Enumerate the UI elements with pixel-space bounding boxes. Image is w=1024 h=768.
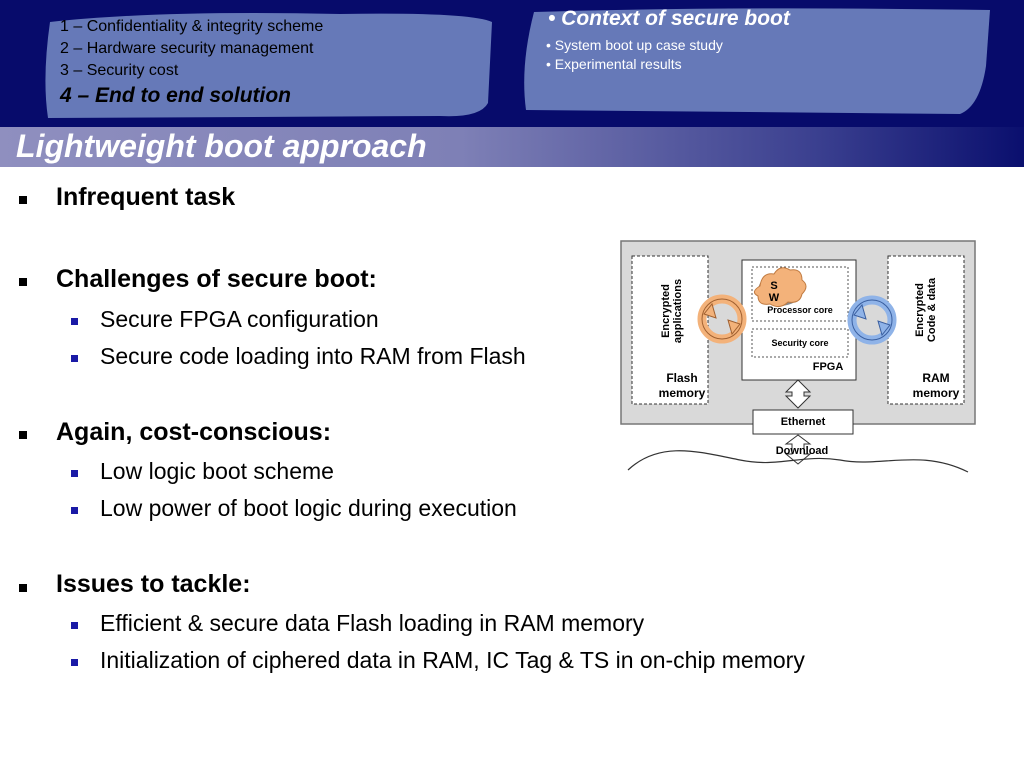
bullet-issues: Issues to tackle: xyxy=(56,570,251,598)
sub-bullet-square-icon xyxy=(71,355,78,362)
nav-item-3[interactable]: 3 – Security cost xyxy=(60,62,179,79)
nav-item-2[interactable]: 2 – Hardware security management xyxy=(60,40,314,57)
flash-memory-label: Flash memory xyxy=(642,371,722,401)
double-arrow-vertical-icon xyxy=(784,379,812,409)
sub-bullet: Initialization of ciphered data in RAM, … xyxy=(100,647,805,673)
security-core-label: Security core xyxy=(771,338,829,348)
bullet-infrequent-task: Infrequent task xyxy=(56,183,236,211)
ram-memory-label: RAM memory xyxy=(896,371,976,401)
sub-bullet-square-icon xyxy=(71,318,78,325)
sw-label: S W xyxy=(767,280,781,304)
sub-bullet: Low logic boot scheme xyxy=(100,458,334,484)
sub-bullet: Low power of boot logic during execution xyxy=(100,495,517,521)
sub-bullet: Efficient & secure data Flash loading in… xyxy=(100,610,645,636)
nav-item-1[interactable]: 1 – Confidentiality & integrity scheme xyxy=(60,18,324,35)
title-band xyxy=(0,127,1024,167)
sub-bullet-square-icon xyxy=(71,659,78,666)
sw-cloud-icon xyxy=(754,267,807,308)
ethernet-label: Ethernet xyxy=(780,416,826,428)
nav-panel-right-shape xyxy=(524,8,990,114)
circular-arrows-left-icon xyxy=(697,294,747,344)
boot-diagram: Encrypted applications Flash memory Encr… xyxy=(620,240,980,485)
nav-context-item-1[interactable]: • System boot up case study xyxy=(546,37,723,53)
flash-memory-line-1: Flash xyxy=(666,371,698,385)
flash-content-line-2: applications xyxy=(672,278,684,344)
nav-panel-outline: 1 – Confidentiality & integrity scheme 2… xyxy=(40,8,498,120)
nav-context-heading[interactable]: • Context of secure boot xyxy=(548,7,790,30)
nav-panel-context: • Context of secure boot • System boot u… xyxy=(520,6,998,118)
sw-line-2: W xyxy=(768,292,780,304)
nav-panel-left-shape xyxy=(45,13,492,118)
fpga-label: FPGA xyxy=(812,361,844,373)
bullet-square-icon xyxy=(19,278,27,286)
nav-item-4-current[interactable]: 4 – End to end solution xyxy=(60,84,291,107)
processor-core-label: Processor core xyxy=(767,305,833,315)
bullet-square-icon xyxy=(19,196,27,204)
sub-bullet-square-icon xyxy=(71,507,78,514)
boot-diagram-graphic xyxy=(620,240,976,473)
download-arrow-icon xyxy=(784,434,812,465)
bullet-square-icon xyxy=(19,584,27,592)
flash-memory-line-2: memory xyxy=(658,386,706,400)
circular-arrows-right-icon xyxy=(847,295,897,345)
ram-content-line-1: Encrypted xyxy=(914,283,926,337)
bullet-challenges: Challenges of secure boot: xyxy=(56,265,377,293)
flash-content-line-1: Encrypted xyxy=(660,284,672,338)
sub-bullet: Secure code loading into RAM from Flash xyxy=(100,343,526,369)
ram-memory-line-1: RAM xyxy=(922,371,950,385)
flash-content-label: Encrypted applications xyxy=(660,266,686,356)
ram-memory-line-2: memory xyxy=(912,386,960,400)
ram-content-label: Encrypted Code & data xyxy=(914,265,940,355)
bullet-cost-conscious: Again, cost-conscious: xyxy=(56,418,332,446)
bullet-square-icon xyxy=(19,431,27,439)
slide-title: Lightweight boot approach xyxy=(16,128,427,164)
sub-bullet: Secure FPGA configuration xyxy=(100,306,379,332)
sub-bullet-square-icon xyxy=(71,470,78,477)
ram-content-line-2: Code & data xyxy=(926,277,938,343)
download-label: Download xyxy=(775,445,829,457)
nav-context-item-2[interactable]: • Experimental results xyxy=(546,56,682,72)
sub-bullet-square-icon xyxy=(71,622,78,629)
sw-line-1: S xyxy=(770,280,778,292)
